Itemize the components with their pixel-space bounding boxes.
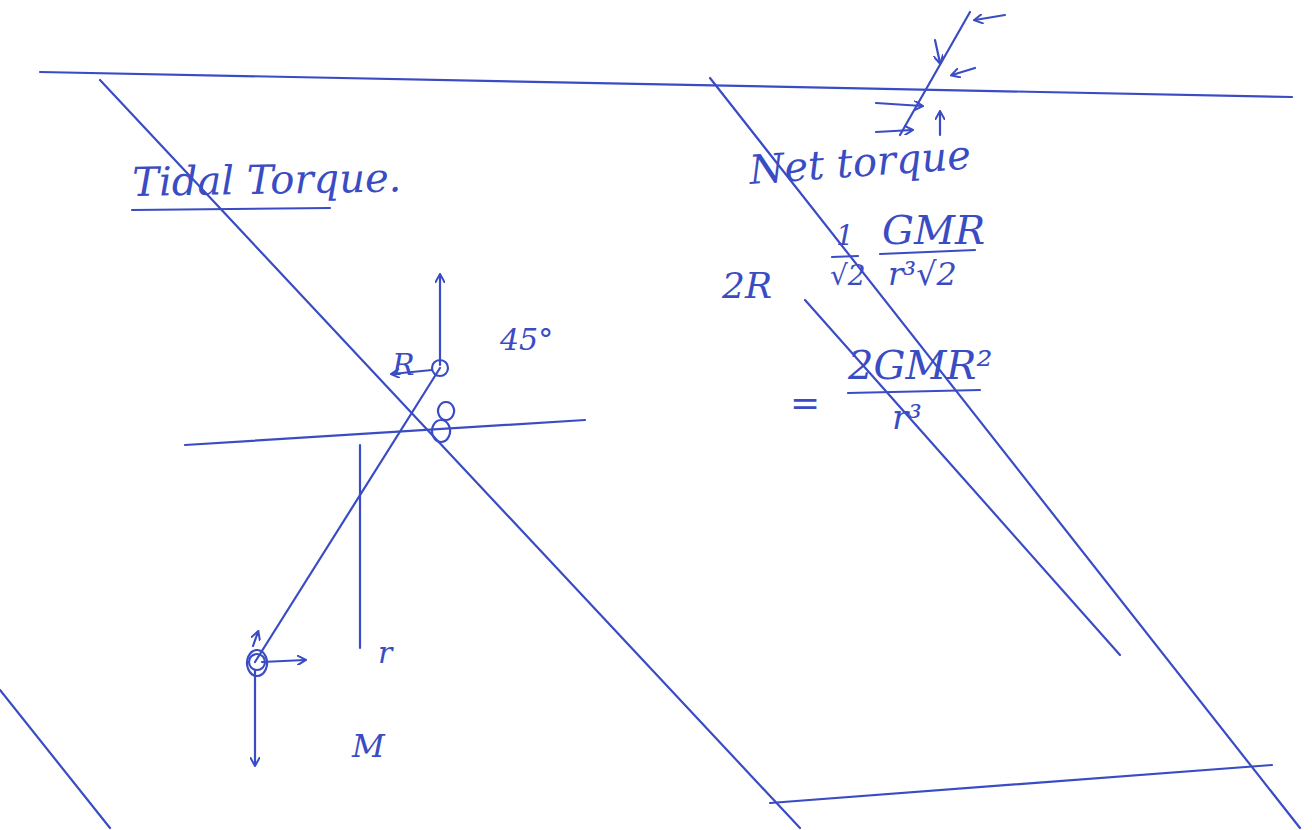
term: 1 xyxy=(836,222,854,250)
term: GMR xyxy=(882,210,985,250)
mass-label: M xyxy=(352,730,385,762)
term: √2 xyxy=(830,262,866,290)
term: r³√2 xyxy=(888,258,957,290)
distance-label: r xyxy=(378,638,392,668)
heading: Net torque xyxy=(748,135,972,190)
result: r³ xyxy=(892,400,922,434)
term: = xyxy=(790,385,820,421)
angle-label: 45° xyxy=(500,325,553,355)
force-label: R xyxy=(392,350,415,380)
term: 2R xyxy=(722,268,772,304)
result: 2GMR² xyxy=(848,345,993,385)
title: Tidal Torque. xyxy=(132,157,402,202)
